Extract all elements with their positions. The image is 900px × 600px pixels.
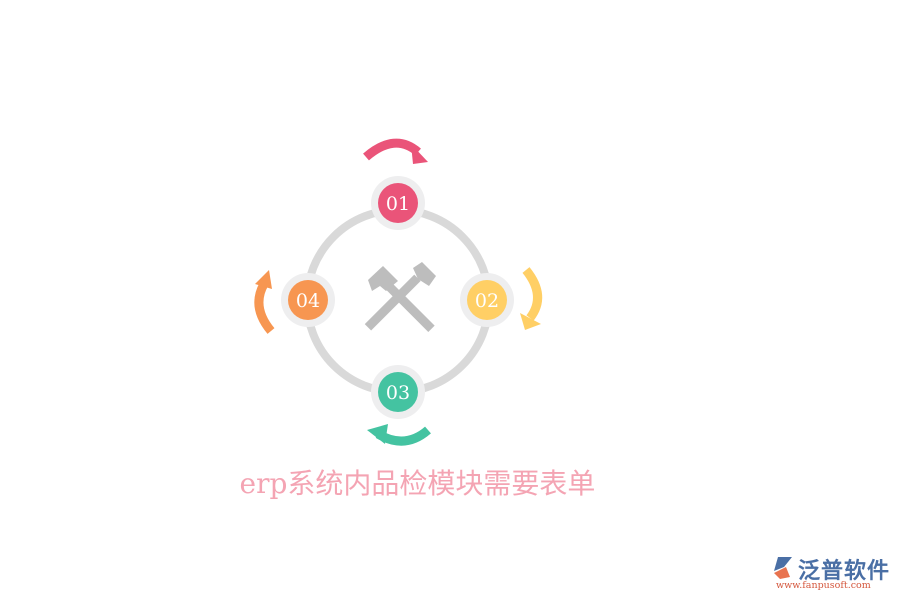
node-04: 04 [281, 273, 335, 327]
node-02: 02 [460, 273, 514, 327]
arrow-bottom-icon [367, 424, 431, 446]
node-04-label: 04 [296, 290, 320, 312]
node-03: 03 [371, 365, 425, 419]
logo-mark-icon [774, 557, 792, 579]
hammer-cross-icon [364, 262, 436, 332]
node-03-label: 03 [386, 382, 410, 404]
node-01: 01 [371, 176, 425, 230]
arrow-top-icon [363, 138, 428, 164]
node-01-label: 01 [386, 193, 410, 215]
logo-name: 泛普软件 [798, 559, 891, 584]
arrow-right-icon [520, 267, 542, 330]
logo-url: www.fanpusoft.com [776, 580, 871, 591]
node-02-label: 02 [475, 290, 499, 312]
logo: 泛普软件 www.fanpusoft.com [768, 553, 896, 593]
diagram-title: erp系统内品检模块需要表单 [239, 467, 596, 500]
arrow-left-icon [254, 270, 275, 334]
